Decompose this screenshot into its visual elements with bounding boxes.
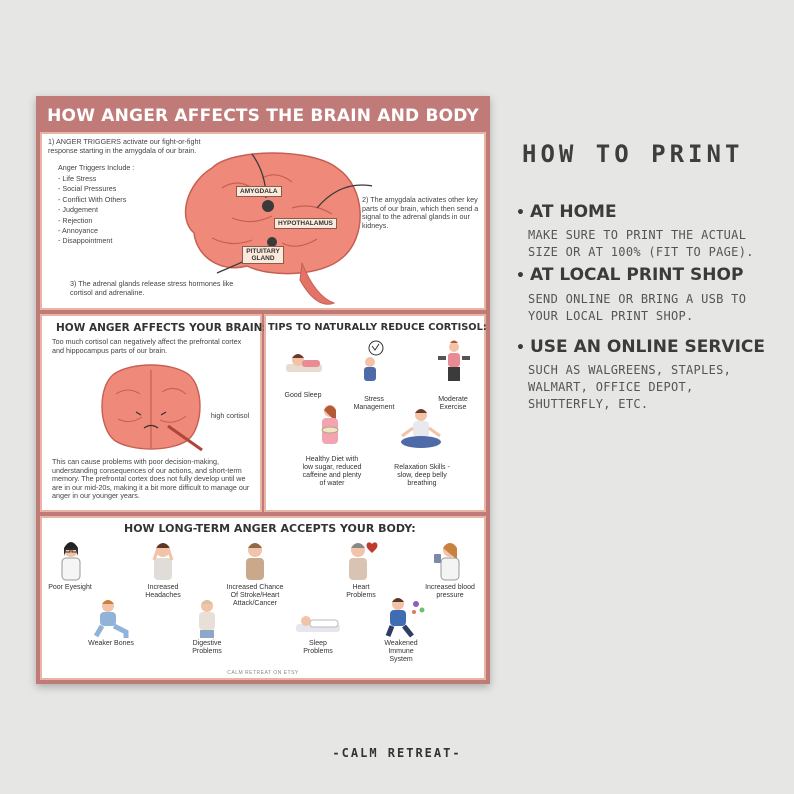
tip-label: Good Sleep: [284, 392, 322, 399]
exercise-icon: [438, 340, 470, 381]
list-item: - Annoyance: [58, 226, 98, 236]
step1-text: 1) ANGER TRIGGERS activate our fight-or-…: [48, 137, 201, 155]
step2-text: 2) The amygdala activates other key part…: [362, 195, 479, 230]
bullet-icon: •: [516, 268, 525, 284]
effect-label: Weaker Bones: [88, 640, 134, 647]
option-label: AT HOME: [530, 202, 617, 222]
option-shop-desc: SEND ONLINE OR BRING A USB TO YOUR LOCAL…: [528, 292, 747, 323]
triggers-list: - Life Stress - Social Pressures - Confl…: [58, 174, 126, 247]
tip-label: Relaxation Skills - slow, deep belly bre…: [394, 464, 450, 487]
section3-heading: TIPS TO NATURALLY REDUCE CORTISOL:: [268, 322, 487, 333]
brain-process-panel: 1) ANGER TRIGGERS activate our fight-or-…: [40, 132, 486, 310]
person-eyesight-icon: [61, 542, 81, 581]
list-item: - Conflict With Others: [58, 194, 127, 204]
person-headache-icon: [152, 543, 174, 580]
list-item: - Social Pressures: [58, 184, 117, 194]
person-bones-icon: [93, 600, 129, 638]
list-item: - Rejection: [58, 215, 93, 225]
list-item: - Disappointment: [58, 236, 113, 246]
brain-illustration: [184, 152, 372, 305]
healthy-diet-icon: [321, 405, 339, 444]
stressed-brain-icon: [101, 364, 203, 452]
option-home-title: • AT HOME: [516, 202, 617, 222]
sleeping-person-icon: [286, 354, 322, 372]
tip-label: Moderate Exercise: [438, 396, 468, 411]
effect-label: Increased Headaches: [145, 584, 181, 599]
person-stroke-icon: [246, 543, 264, 580]
person-immune-icon: [385, 598, 425, 638]
hypothalamus-label: HYPOTHALAMUS: [274, 218, 337, 229]
effect-label: Increased blood pressure: [425, 584, 475, 599]
effect-label: Increased Chance Of Stroke/Heart Attack/…: [226, 584, 284, 607]
person-sleep-icon: [296, 616, 340, 632]
effect-label: Heart Problems: [346, 584, 376, 599]
body-effects-panel: HOW LONG-TERM ANGER ACCEPTS YOUR BODY: P…: [40, 516, 486, 680]
infographic-poster: HOW ANGER AFFECTS THE BRAIN AND BODY 1) …: [36, 96, 490, 684]
brain-effects-panel: HOW ANGER AFFECTS YOUR BRAIN: Too much c…: [40, 314, 267, 512]
person-heart-icon: [349, 542, 378, 580]
poster-credit: CALM RETREAT ON ETSY: [227, 670, 299, 676]
bullet-icon: •: [516, 205, 525, 221]
person-digestive-icon: [199, 600, 215, 638]
list-item: - Judgement: [58, 205, 98, 215]
brand-footer: -CALM RETREAT-: [332, 746, 462, 760]
option-home-desc: MAKE SURE TO PRINT THE ACTUAL SIZE OR AT…: [528, 228, 754, 259]
effect-label: Weakened Immune System: [384, 640, 418, 663]
stress-management-icon: [364, 340, 384, 381]
option-label: USE AN ONLINE SERVICE: [530, 337, 765, 357]
option-online-desc: SUCH AS WALGREENS, STAPLES, WALMART, OFF…: [528, 363, 732, 411]
triggers-heading: Anger Triggers Include :: [58, 163, 135, 172]
section2-heading: HOW ANGER AFFECTS YOUR BRAIN:: [56, 322, 267, 334]
person-blood-pressure-icon: [434, 543, 460, 581]
option-shop-title: • AT LOCAL PRINT SHOP: [516, 265, 743, 285]
section4-heading: HOW LONG-TERM ANGER ACCEPTS YOUR BODY:: [124, 522, 416, 535]
option-online-title: • USE AN ONLINE SERVICE: [516, 337, 765, 357]
meditation-icon: [401, 409, 441, 448]
section2-body: This can cause problems with poor decisi…: [52, 457, 250, 501]
effect-label: Sleep Problems: [303, 640, 333, 655]
how-to-print-title: HOW TO PRINT: [522, 140, 744, 168]
amygdala-label: AMYGDALA: [236, 186, 282, 197]
high-cortisol-callout: high cortisol: [210, 411, 250, 420]
poster-title: HOW ANGER AFFECTS THE BRAIN AND BODY: [47, 106, 479, 126]
section2-intro: Too much cortisol can negatively affect …: [52, 337, 242, 355]
tip-label: Stress Management: [353, 396, 395, 411]
bullet-icon: •: [516, 340, 525, 356]
option-label: AT LOCAL PRINT SHOP: [530, 265, 744, 285]
pituitary-label: PITUITARY GLAND: [242, 246, 284, 264]
effect-label: Poor Eyesight: [48, 584, 92, 591]
effect-label: Digestive Problems: [192, 640, 222, 655]
list-item: - Life Stress: [58, 174, 97, 183]
tip-label: Healthy Diet with low sugar, reduced caf…: [302, 456, 362, 487]
cortisol-tips-panel: TIPS TO NATURALLY REDUCE CORTISOL: Good …: [264, 314, 487, 512]
step3-text: 3) The adrenal glands release stress hor…: [70, 279, 234, 297]
